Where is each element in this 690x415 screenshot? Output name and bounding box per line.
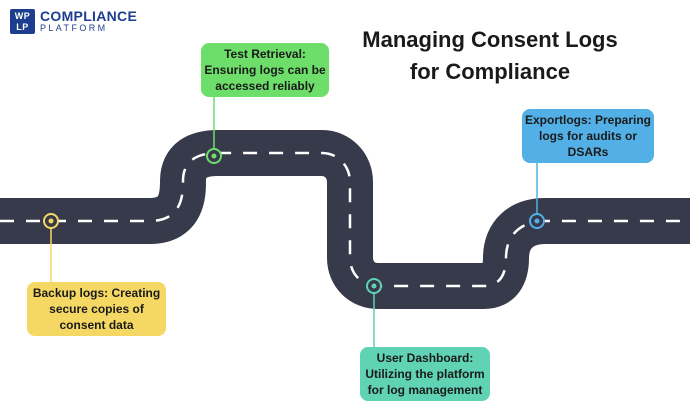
callout-line: logs for audits or <box>538 129 637 143</box>
user-dashboard-callout: User Dashboard: Utilizing the platform f… <box>360 347 490 401</box>
callout-line: secure copies of <box>49 302 144 316</box>
callout-line: DSARs <box>567 145 609 159</box>
backup-logs-callout: Backup logs: Creating secure copies of c… <box>27 282 166 336</box>
callout-line: consent data <box>59 318 134 332</box>
road <box>0 130 690 309</box>
callout-line: Test Retrieval: <box>224 47 306 61</box>
export-marker <box>529 213 545 229</box>
title-line-1: Managing Consent Logs <box>362 27 618 52</box>
callout-line: Backup logs: Creating <box>32 286 161 300</box>
title-line-2: for Compliance <box>409 59 571 84</box>
callout-line: User Dashboard: <box>376 351 474 365</box>
brand-logo: WP LP COMPLIANCE PLATFORM <box>10 9 137 34</box>
logo-mark-bottom: LP <box>16 21 29 32</box>
callout-line: accessed reliably <box>215 79 315 93</box>
backup-marker <box>43 213 59 229</box>
page-title: Managing Consent Logs for Compliance <box>330 24 650 88</box>
callout-line: for log management <box>367 383 483 397</box>
logo-mark-top: WP <box>14 10 31 21</box>
test-marker <box>206 148 222 164</box>
logo-line2: PLATFORM <box>40 23 108 33</box>
callout-line: Exportlogs: Preparing <box>524 113 652 127</box>
test-retrieval-callout: Test Retrieval: Ensuring logs can be acc… <box>201 43 329 97</box>
callout-line: Utilizing the platform <box>365 367 485 381</box>
export-logs-callout: Exportlogs: Preparing logs for audits or… <box>522 109 654 163</box>
logo-mark: WP LP <box>10 9 35 34</box>
logo-line1: COMPLIANCE <box>40 8 138 24</box>
user-marker <box>366 278 382 294</box>
callout-line: Ensuring logs can be <box>204 63 326 77</box>
road-center-dashes <box>0 151 690 288</box>
